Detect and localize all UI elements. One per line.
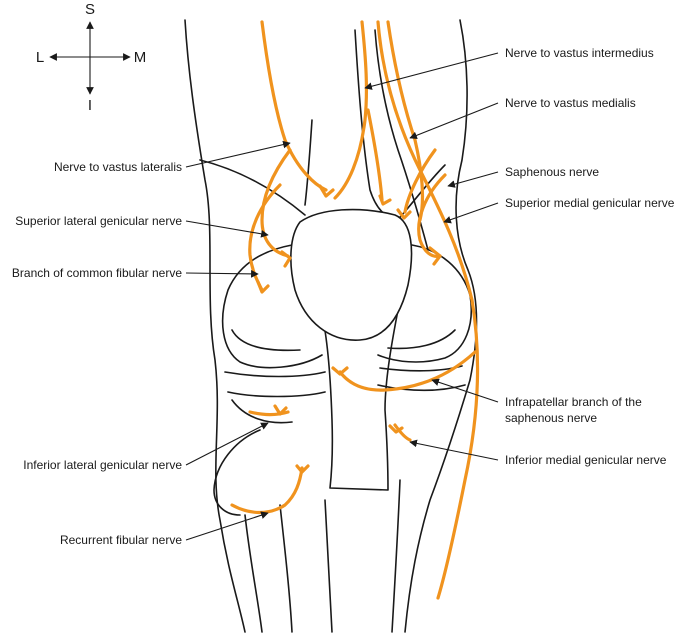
label-saphenous: Saphenous nerve	[505, 165, 599, 179]
saphenous-nerve-path	[376, 20, 480, 600]
medial-femoral-condyle	[377, 244, 472, 363]
patella	[290, 208, 413, 341]
twig-6	[428, 246, 442, 266]
label-recurrent-fibular: Recurrent fibular nerve	[60, 533, 182, 547]
vastus-medialis-nerve-path	[386, 20, 425, 222]
tibial-plateau-lower	[227, 391, 326, 398]
twig-8	[388, 424, 404, 434]
leader-common-fibular-branch	[185, 270, 259, 278]
medial-condyle-inner	[387, 329, 456, 350]
label-superior-medial-genicular: Superior medial genicular nerve	[505, 196, 675, 210]
compass-medial: M	[134, 49, 147, 66]
superior-medial-small-branch	[403, 148, 437, 214]
femur-lateral-line	[199, 159, 306, 216]
leader-inferior-medial-genicular	[409, 439, 499, 461]
fibula-shaft-lateral	[244, 514, 263, 633]
recurrent-fibular-nerve-path	[230, 466, 304, 515]
label-infrapatellar-line2: saphenous nerve	[505, 411, 597, 425]
leader-lines	[185, 52, 499, 541]
superior-lateral-genicular-path	[260, 148, 292, 258]
label-vastus-lateralis: Nerve to vastus lateralis	[54, 160, 182, 174]
labels: Nerve to vastus intermedius Nerve to vas…	[12, 46, 675, 547]
lateral-condyle-inner	[231, 329, 301, 352]
label-infrapatellar-line1: Infrapatellar branch of the	[505, 395, 642, 409]
lateral-femoral-condyle	[221, 244, 323, 369]
lateral-tibial-plateau	[224, 371, 326, 378]
compass-lateral: L	[36, 49, 44, 66]
vastus-intermedius-branch	[366, 108, 384, 202]
tibia-shaft-lateral	[324, 499, 333, 633]
twig-5	[256, 280, 270, 294]
fibula-head	[213, 429, 261, 516]
twig-3	[396, 208, 412, 220]
label-superior-lateral-genicular: Superior lateral genicular nerve	[15, 214, 182, 228]
leader-vastus-intermedius	[364, 52, 499, 90]
vastus-intermedius-nerve-path	[333, 20, 369, 200]
inferior-medial-genicular-path	[393, 423, 412, 442]
superior-medial-genicular-path	[417, 173, 447, 258]
nerves	[230, 20, 480, 600]
leader-inferior-lateral-genicular	[185, 422, 269, 466]
lateral-contour	[184, 19, 246, 633]
tibia-shaft-medial	[391, 479, 401, 633]
fibula-shaft-medial	[279, 504, 293, 633]
label-vastus-medialis: Nerve to vastus medialis	[505, 96, 636, 110]
twig-9	[273, 404, 288, 416]
twig-10	[295, 464, 310, 474]
knee-outline	[184, 19, 478, 633]
orientation-compass: S I L M	[36, 1, 146, 114]
twig-2	[378, 194, 392, 206]
label-inferior-lateral-genicular: Inferior lateral genicular nerve	[23, 458, 182, 472]
leader-saphenous	[447, 171, 499, 188]
twig-4	[280, 250, 292, 268]
vastus-lateralis-nerve-path	[260, 20, 328, 192]
medial-contour	[404, 19, 478, 633]
inferior-lateral-genicular-path	[248, 410, 290, 417]
patellar-tendon	[317, 299, 401, 491]
leader-vastus-medialis	[409, 102, 499, 140]
leader-superior-lateral-genicular	[185, 220, 269, 238]
leader-infrapatellar	[431, 378, 499, 403]
label-vastus-intermedius: Nerve to vastus intermedius	[505, 46, 654, 60]
compass-superior: S	[85, 1, 95, 18]
label-inferior-medial-genicular: Inferior medial genicular nerve	[505, 453, 667, 467]
twig-1	[318, 184, 335, 198]
femur-lateral-shaft	[304, 119, 313, 206]
leader-recurrent-fibular	[185, 511, 269, 541]
twig-7	[331, 366, 349, 376]
label-common-fibular-branch: Branch of common fibular nerve	[12, 266, 182, 280]
lateral-tibial-condyle	[231, 399, 293, 424]
tibial-plateau-lower-medial	[377, 384, 466, 392]
compass-inferior: I	[88, 97, 92, 114]
leader-vastus-lateralis	[185, 140, 291, 168]
leader-superior-medial-genicular	[443, 202, 499, 224]
infrapatellar-branch-path	[338, 350, 477, 392]
